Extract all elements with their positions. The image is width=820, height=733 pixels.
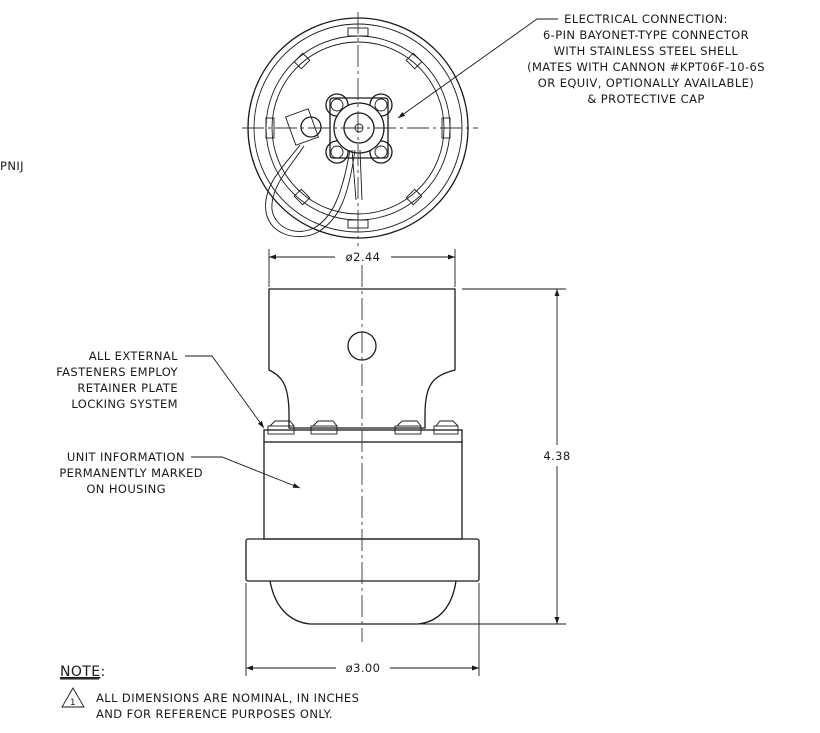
note-delta-marker <box>61 687 85 708</box>
callout-electrical-leader <box>397 18 558 119</box>
callout-fasteners-line-4: LOCKING SYSTEM <box>71 397 178 411</box>
callout-electrical-line-4: (MATES WITH CANNON #KPT06F-10-6S <box>527 60 765 74</box>
callout-unit-info: UNIT INFORMATION PERMANENTLY MARKED ON H… <box>59 450 301 496</box>
note-marker-number: 1 <box>70 698 76 708</box>
top-view <box>242 12 478 246</box>
retainer-band <box>263 429 463 443</box>
cap-lanyard <box>265 144 356 238</box>
callout-fasteners-line-3: RETAINER PLATE <box>77 381 178 395</box>
note-line-1: ALL DIMENSIONS ARE NOMINAL, IN INCHES <box>96 691 359 705</box>
callout-unit-info-leader <box>191 456 301 489</box>
dim-top-diameter: ø2.44 <box>346 250 381 264</box>
bracket <box>268 288 456 429</box>
callout-electrical-line-5: OR EQUIV, OPTIONALLY AVAILABLE) <box>538 76 754 90</box>
callout-unit-info-line-1: UNIT INFORMATION <box>67 450 185 464</box>
housing <box>263 442 463 540</box>
callout-electrical: ELECTRICAL CONNECTION: 6-PIN BAYONET-TYP… <box>397 12 765 119</box>
note-block: NOTE: 1 ALL DIMENSIONS ARE NOMINAL, IN I… <box>60 664 359 721</box>
dim-height: 4.38 <box>543 449 570 463</box>
note-line-2: AND FOR REFERENCE PURPOSES ONLY. <box>96 707 333 721</box>
dome <box>269 580 457 625</box>
note-heading: NOTE: <box>60 664 106 680</box>
callout-electrical-line-3: WITH STAINLESS STEEL SHELL <box>554 44 739 58</box>
callout-fasteners-line-1: ALL EXTERNAL <box>89 349 178 363</box>
callout-fasteners-leader <box>185 355 265 429</box>
side-view <box>245 265 480 642</box>
callout-fasteners-line-2: FASTENERS EMPLOY <box>56 365 178 379</box>
base-flange <box>245 538 480 582</box>
callout-electrical-line-1: ELECTRICAL CONNECTION: <box>564 12 728 26</box>
fastener-heads <box>267 420 459 435</box>
callout-electrical-line-2: 6-PIN BAYONET-TYPE CONNECTOR <box>543 28 749 42</box>
callout-unit-info-line-3: ON HOUSING <box>86 482 166 496</box>
connector <box>285 93 393 164</box>
callout-fasteners: ALL EXTERNAL FASTENERS EMPLOY RETAINER P… <box>56 349 265 429</box>
dimensions: ø2.44 4.38 ø3.00 <box>245 249 570 676</box>
dim-bottom-diameter: ø3.00 <box>346 661 381 675</box>
callout-unit-info-line-2: PERMANENTLY MARKED <box>59 466 203 480</box>
side-cut-text: PNIJ <box>0 159 24 173</box>
callout-electrical-line-6: & PROTECTIVE CAP <box>587 92 704 106</box>
